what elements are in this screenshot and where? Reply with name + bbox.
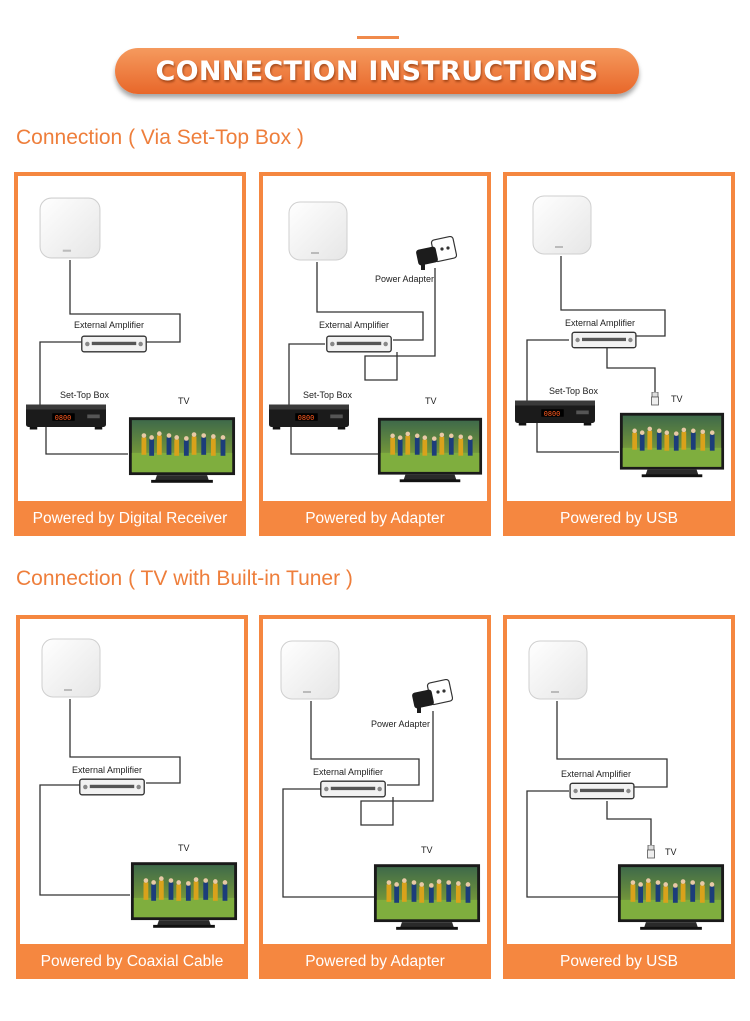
label-tv: TV <box>178 396 190 406</box>
tv-icon <box>619 412 725 478</box>
label-external-amplifier: External Amplifier <box>565 318 635 328</box>
usb-plug-icon <box>647 845 655 859</box>
diagram-stb-usb: External Amplifier Set-Top Box TV <box>507 176 731 501</box>
section-title-built-in-tuner: Connection ( TV with Built-in Tuner ) <box>16 567 353 590</box>
label-external-amplifier: External Amplifier <box>72 765 142 775</box>
amplifier-icon <box>569 782 635 800</box>
label-power-adapter: Power Adapter <box>375 274 434 284</box>
diagram-tuner-coaxial: External Amplifier TV <box>20 619 244 944</box>
label-tv: TV <box>425 396 437 406</box>
set-top-box-icon <box>269 404 349 430</box>
diagram-stb-adapter: Power Adapter External Amplifier Set-Top… <box>263 176 487 501</box>
label-tv: TV <box>178 843 190 853</box>
power-adapter-icon <box>410 679 453 714</box>
card-caption: Powered by USB <box>559 510 679 527</box>
label-tv: TV <box>421 845 433 855</box>
card-caption: Powered by Adapter <box>305 953 445 970</box>
set-top-box-icon <box>26 404 106 430</box>
card-caption: Powered by Digital Receiver <box>32 510 228 527</box>
card-stb-digital-receiver: External Amplifier Set-Top Box TV Powere… <box>14 172 246 536</box>
label-external-amplifier: External Amplifier <box>74 320 144 330</box>
amplifier-icon <box>326 335 392 353</box>
card-caption: Powered by USB <box>559 953 679 970</box>
label-external-amplifier: External Amplifier <box>319 320 389 330</box>
diagram-stb-digital-receiver: External Amplifier Set-Top Box TV <box>18 176 242 501</box>
amplifier-icon <box>571 331 637 349</box>
card-tuner-adapter: Power Adapter External Amplifier TV Powe… <box>259 615 491 979</box>
power-adapter-icon <box>414 236 457 271</box>
antenna-icon <box>288 201 348 261</box>
antenna-icon <box>39 197 101 259</box>
label-external-amplifier: External Amplifier <box>313 767 383 777</box>
header-banner: CONNECTION INSTRUCTIONS <box>115 48 639 94</box>
amplifier-icon <box>320 780 386 798</box>
set-top-box-icon <box>515 400 595 426</box>
amplifier-icon <box>79 778 145 796</box>
label-set-top-box: Set-Top Box <box>303 390 353 400</box>
label-tv: TV <box>671 394 683 404</box>
card-caption: Powered by Adapter <box>305 510 445 527</box>
tv-icon <box>130 862 238 928</box>
label-power-adapter: Power Adapter <box>371 719 430 729</box>
top-divider <box>357 36 399 39</box>
diagram-tuner-adapter: Power Adapter External Amplifier TV <box>263 619 487 944</box>
tv-icon <box>377 417 483 483</box>
card-tuner-usb: External Amplifier TV Powered by USB <box>503 615 735 979</box>
card-stb-usb: External Amplifier Set-Top Box TV Powere… <box>503 172 735 536</box>
antenna-icon <box>280 640 340 700</box>
card-caption: Powered by Coaxial Cable <box>40 953 224 970</box>
label-external-amplifier: External Amplifier <box>561 769 631 779</box>
tv-icon <box>617 864 725 930</box>
tv-icon <box>373 864 481 930</box>
antenna-icon <box>41 638 101 698</box>
diagram-tuner-usb: External Amplifier TV <box>507 619 731 944</box>
tv-icon <box>128 417 236 483</box>
label-set-top-box: Set-Top Box <box>549 386 599 396</box>
section-title-set-top-box: Connection ( Via Set-Top Box ) <box>16 126 304 149</box>
antenna-icon <box>528 640 588 700</box>
usb-plug-icon <box>651 392 659 406</box>
card-stb-adapter: Power Adapter External Amplifier Set-Top… <box>259 172 491 536</box>
page-title: CONNECTION INSTRUCTIONS <box>155 55 599 87</box>
antenna-icon <box>532 195 592 255</box>
amplifier-icon <box>81 335 147 353</box>
label-tv: TV <box>665 847 677 857</box>
label-set-top-box: Set-Top Box <box>60 390 110 400</box>
card-tuner-coaxial: External Amplifier TV Powered by Coaxial… <box>16 615 248 979</box>
